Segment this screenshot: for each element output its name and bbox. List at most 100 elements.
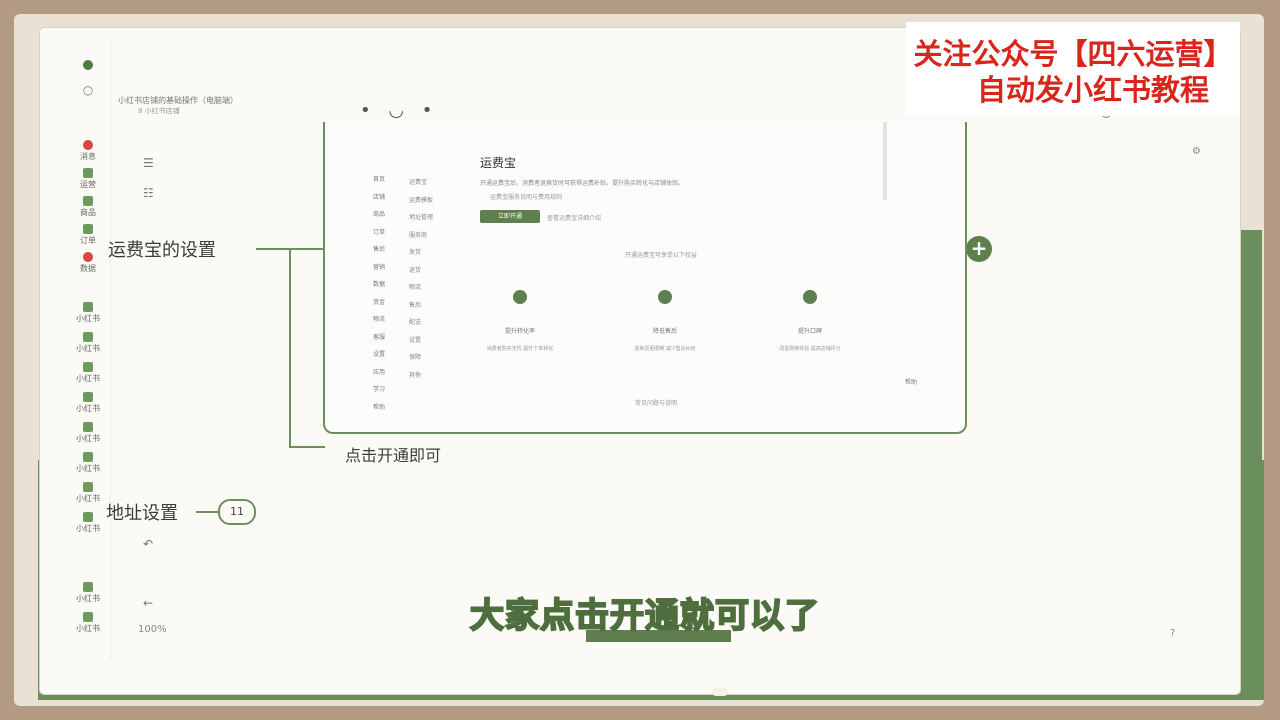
toolbar-item-9[interactable]: 小红书 xyxy=(66,422,110,444)
submenu-item[interactable]: 保障 xyxy=(409,354,422,361)
node-address-settings[interactable]: 地址设置 xyxy=(106,503,178,524)
search-icon: ○ xyxy=(82,83,94,97)
toolbar-item-10[interactable]: 小红书 xyxy=(66,452,110,474)
toolbar-item-5[interactable]: 小红书 xyxy=(66,302,110,324)
submenu-item[interactable]: 售后 xyxy=(409,301,422,309)
submenu-item[interactable]: 地址管理 xyxy=(409,214,434,221)
message-icon xyxy=(83,140,93,150)
zoom-level: 100% xyxy=(138,624,167,635)
video-subtitle: 大家点击开通就可以了 xyxy=(469,595,820,637)
settings-icon[interactable]: ⚙ xyxy=(1192,146,1201,157)
back-icon[interactable]: ← xyxy=(143,596,154,610)
embed-menu: 首页 店铺 商品 订单 售后 营销 数据 资金 物流 客服 设置 应用 学习 帮… xyxy=(373,174,453,419)
submenu-item[interactable]: 配送 xyxy=(409,319,422,326)
help-icon[interactable]: ? xyxy=(1170,628,1176,639)
toolbar-item-3[interactable]: 订单 xyxy=(66,224,110,246)
submenu-item[interactable]: 运费宝 xyxy=(409,179,428,186)
add-node-button[interactable]: + xyxy=(966,236,992,262)
toolbar-item-8[interactable]: 小红书 xyxy=(66,392,110,414)
menu-item[interactable]: 首页 xyxy=(373,176,386,183)
node-click-open[interactable]: 点击开通即可 xyxy=(345,446,442,465)
submenu-item[interactable]: 退货 xyxy=(409,266,422,274)
app-icon xyxy=(83,612,93,622)
submenu-item[interactable]: 设置 xyxy=(409,336,422,344)
submenu-item[interactable]: 其他 xyxy=(409,371,422,379)
app-icon xyxy=(83,302,93,312)
submenu-item[interactable]: 运费模板 xyxy=(409,196,434,204)
app-icon xyxy=(83,582,93,592)
app-icon xyxy=(83,332,93,342)
node-freight-insurance[interactable]: 运费宝的设置 xyxy=(108,240,216,261)
toolbar-item[interactable] xyxy=(66,60,110,72)
feature-name: 提升口碑 xyxy=(797,328,822,335)
toolbar-item-11[interactable]: 小红书 xyxy=(66,482,110,504)
toolbar-item-12[interactable]: 小红书 xyxy=(66,512,110,534)
toolbar-item-6[interactable]: 小红书 xyxy=(66,332,110,354)
list-icon[interactable]: ☰ xyxy=(143,156,154,170)
app-icon xyxy=(83,452,93,462)
app-icon xyxy=(83,168,93,178)
toolbar-item-7[interactable]: 小红书 xyxy=(66,362,110,384)
connector-line xyxy=(289,446,325,448)
submenu-item[interactable]: 服务商 xyxy=(409,231,428,239)
search-item[interactable]: ○ xyxy=(66,83,110,97)
feature-card: 降低售后 退换货更顺畅 减少售后纠纷 xyxy=(610,290,720,353)
menu-item[interactable]: 客服 xyxy=(373,333,386,341)
menu-item[interactable]: 售后 xyxy=(373,246,386,253)
shield-icon xyxy=(658,290,672,304)
menu-item[interactable]: 店铺 xyxy=(373,193,386,201)
menu-item[interactable]: 数据 xyxy=(373,281,386,288)
toolbar-item-2[interactable]: 商品 xyxy=(66,196,110,218)
chat-icon xyxy=(803,290,817,304)
feature-card: 提升口碑 改善购物体验 提高店铺评分 xyxy=(755,290,865,353)
app-icon xyxy=(83,224,93,234)
details-link[interactable]: 查看运费宝详细介绍 xyxy=(547,215,602,222)
submenu-item[interactable]: 发货 xyxy=(409,249,422,256)
menu-item[interactable]: 资金 xyxy=(373,298,386,306)
file-title: 小红书店铺的基础操作（电脑端） xyxy=(118,96,238,105)
submenu-item[interactable]: 物流 xyxy=(409,284,422,291)
app-icon xyxy=(83,362,93,372)
faq-link[interactable]: 常见问题与说明 xyxy=(635,400,678,407)
menu-item[interactable]: 物流 xyxy=(373,316,386,323)
toolbar-item-1[interactable]: 运营 xyxy=(66,168,110,190)
menu-item[interactable]: 帮助 xyxy=(373,403,386,411)
connector-line xyxy=(289,248,291,448)
left-toolbar: ○ 消息 运营 商品 订单 数据 小红书 小红书 小红书 小红书 小红书 小红书… xyxy=(66,40,111,660)
menu-item[interactable]: 订单 xyxy=(373,228,386,236)
menu-item[interactable]: 商品 xyxy=(373,211,386,218)
embed-description: 开通运费宝后，消费者退换货时可获得运费补贴，提升购买转化与店铺体验。 xyxy=(480,180,685,187)
app-icon xyxy=(83,422,93,432)
app-icon xyxy=(83,512,93,522)
benefits-heading: 开通运费宝可享受以下权益 xyxy=(625,252,698,259)
outline-icon[interactable]: ☷ xyxy=(143,186,154,200)
embed-subtext: 运费宝服务说明与费用规则 xyxy=(490,194,563,201)
feature-desc: 退换货更顺畅 减少售后纠纷 xyxy=(634,346,696,352)
app-icon xyxy=(83,482,93,492)
feature-desc: 消费者购买无忧 提升下单转化 xyxy=(486,346,554,352)
banner-line-1: 关注公众号【四六运营】 xyxy=(913,37,1233,71)
scrollbar[interactable] xyxy=(883,122,887,200)
promo-banner: 关注公众号【四六运营】 自动发小红书教程 xyxy=(906,22,1240,116)
subtitle-bar xyxy=(586,630,731,642)
menu-item[interactable]: 应用 xyxy=(373,368,386,376)
menu-item[interactable]: 设置 xyxy=(373,351,386,358)
undo-icon[interactable]: ↶ xyxy=(143,537,154,551)
feature-card: 提升转化率 消费者购买无忧 提升下单转化 xyxy=(465,290,575,353)
embed-title: 运费宝 xyxy=(480,156,517,170)
collapsed-count-badge[interactable]: 11 xyxy=(218,499,256,525)
help-side-button[interactable]: 帮助 xyxy=(905,379,918,386)
app-icon xyxy=(83,196,93,206)
toolbar-item-14[interactable]: 小红书 xyxy=(66,612,110,634)
toolbar-item-13[interactable]: 小红书 xyxy=(66,582,110,604)
feature-name: 降低售后 xyxy=(652,328,677,335)
banner-line-2: 自动发小红书教程 xyxy=(976,73,1209,107)
toolbar-item-0[interactable]: 消息 xyxy=(66,140,110,162)
open-service-button[interactable]: 立即开通 xyxy=(480,210,540,223)
feature-name: 提升转化率 xyxy=(504,328,535,335)
menu-item[interactable]: 学习 xyxy=(373,386,386,393)
menu-item[interactable]: 营销 xyxy=(373,263,386,271)
toolbar-item-4[interactable]: 数据 xyxy=(66,252,110,274)
circle-icon xyxy=(83,60,93,70)
connector-line xyxy=(196,511,218,513)
